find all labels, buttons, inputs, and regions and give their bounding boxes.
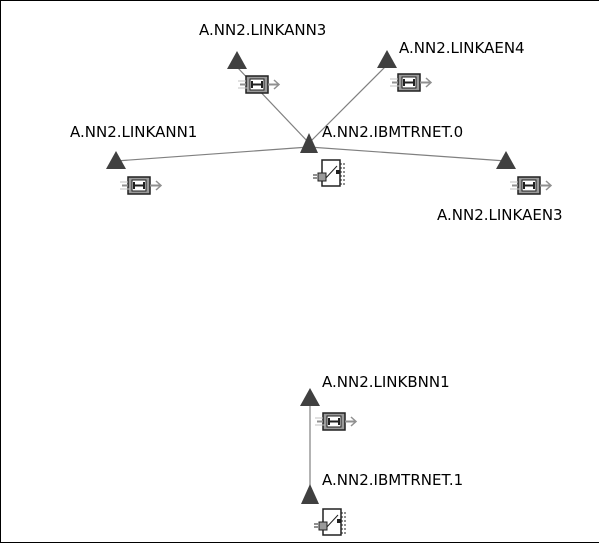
port-icon	[313, 508, 348, 536]
node-marker	[377, 50, 397, 68]
port-icon	[312, 159, 347, 187]
node-marker	[106, 151, 126, 169]
node-label: A.NN2.LINKBNN1	[322, 373, 450, 391]
node-linkaen3[interactable]: A.NN2.LINKAEN3	[437, 151, 563, 224]
node-label: A.NN2.LINKANN3	[199, 21, 326, 39]
node-linkaen4[interactable]: A.NN2.LINKAEN4	[377, 39, 525, 92]
connector-linkaen4-ibmtrnet0[interactable]	[308, 62, 390, 144]
node-ibmtrnet0[interactable]: A.NN2.IBMTRNET.0	[300, 123, 463, 187]
node-marker	[300, 388, 320, 406]
link-station-icon	[314, 412, 357, 431]
link-station-icon	[389, 73, 432, 92]
node-label: A.NN2.LINKANN1	[70, 123, 197, 141]
node-marker	[300, 133, 318, 153]
link-station-icon	[119, 176, 162, 195]
node-label: A.NN2.LINKAEN4	[399, 39, 525, 57]
connector-linkaen3-ibmtrnet0[interactable]	[308, 146, 507, 162]
link-station-icon	[237, 75, 280, 94]
node-linkbnn1[interactable]: A.NN2.LINKBNN1	[300, 373, 450, 431]
connector-linkann1-ibmtrnet0[interactable]	[115, 146, 310, 162]
link-station-icon	[509, 176, 552, 195]
node-marker	[301, 484, 319, 504]
node-ibmtrnet1[interactable]: A.NN2.IBMTRNET.1	[301, 471, 463, 536]
node-linkann3[interactable]: A.NN2.LINKANN3	[199, 21, 326, 94]
node-linkann1[interactable]: A.NN2.LINKANN1	[70, 123, 197, 195]
node-label: A.NN2.LINKAEN3	[437, 206, 563, 224]
node-label: A.NN2.IBMTRNET.0	[322, 123, 463, 141]
connectors	[115, 62, 507, 495]
node-marker	[227, 51, 247, 69]
node-label: A.NN2.IBMTRNET.1	[322, 471, 463, 489]
node-marker	[496, 151, 516, 169]
